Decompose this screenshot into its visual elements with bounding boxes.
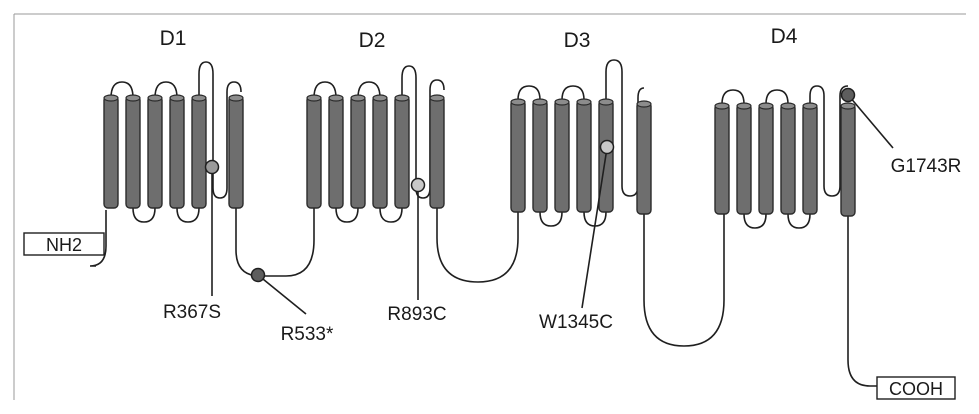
helix-d2-s3 — [351, 95, 365, 208]
domain-label-d4: D4 — [771, 25, 798, 48]
helix-d4-s6 — [841, 103, 855, 216]
domain-label-d3: D3 — [564, 29, 591, 52]
d4-loop-s1s2 — [722, 90, 744, 104]
linker-d1-d2 — [236, 208, 314, 276]
d3-loop-s3s4 — [562, 86, 584, 100]
helix-d2-s2 — [329, 95, 343, 208]
mutation-g1743r: G1743R — [842, 89, 962, 178]
d4-loop-s4s5 — [788, 214, 810, 228]
helix-d4-s1 — [715, 103, 729, 214]
helix-d3-s3 — [555, 99, 569, 212]
domain-label-d1: D1 — [160, 27, 187, 50]
mutation-label-r893c: R893C — [387, 304, 446, 325]
mutation-r533: R533* — [252, 269, 335, 346]
helix-d2-s4 — [373, 95, 387, 208]
mutation-label-g1743r: G1743R — [891, 156, 962, 177]
d2-loop-s2s3 — [336, 208, 358, 222]
helix-d3-s2 — [533, 99, 547, 212]
mutation-label-w1345c: W1345C — [539, 312, 613, 333]
n-terminus-label: NH2 — [46, 235, 82, 255]
helix-d4-s4 — [781, 103, 795, 214]
mutation-leader — [258, 275, 306, 314]
linker-d3-d4 — [644, 214, 724, 346]
helix-d3-s1 — [511, 99, 525, 212]
helix-d1-s6 — [229, 95, 243, 208]
helix-d2-s6 — [430, 95, 444, 208]
d3-loop-s1s2 — [518, 86, 540, 100]
d4-loop-s2s3 — [744, 214, 766, 228]
mutation-label-r533: R533* — [281, 324, 334, 345]
c-terminus: COOH — [877, 377, 955, 399]
mutation-marker — [601, 141, 614, 154]
d1-loop-s4s5 — [177, 208, 199, 222]
mutation-marker — [842, 89, 855, 102]
helix-d1-s4 — [170, 95, 184, 208]
helix-d4-s5 — [803, 103, 817, 214]
helices-d1 — [104, 95, 243, 208]
helix-d1-s2 — [126, 95, 140, 208]
mutation-marker — [412, 179, 425, 192]
mutation-label-r367s: R367S — [163, 302, 221, 323]
helix-d3-s4 — [577, 99, 591, 212]
d2-loop-s4s5 — [380, 208, 402, 222]
mutation-marker — [252, 269, 265, 282]
mutation-marker — [206, 161, 219, 174]
c-terminal-tail — [848, 216, 880, 386]
helix-d3-s6 — [637, 101, 651, 214]
helix-d2-s5 — [395, 95, 409, 208]
n-terminus: NH2 — [24, 233, 104, 255]
d3-loop-s2s3 — [540, 212, 562, 226]
d4-loop-s3s4 — [766, 90, 788, 104]
d1-loop-s2s3 — [133, 208, 155, 222]
c-terminus-label: COOH — [889, 379, 943, 399]
linker-d2-d3 — [437, 208, 518, 282]
helices-d2 — [307, 95, 444, 208]
helix-d1-s3 — [148, 95, 162, 208]
helix-d1-s1 — [104, 95, 118, 208]
helix-d4-s3 — [759, 103, 773, 214]
helix-d4-s2 — [737, 103, 751, 214]
helix-d1-s5 — [192, 95, 206, 208]
helix-d2-s1 — [307, 95, 321, 208]
domain-label-d2: D2 — [359, 29, 386, 52]
helices-d4 — [715, 103, 855, 216]
